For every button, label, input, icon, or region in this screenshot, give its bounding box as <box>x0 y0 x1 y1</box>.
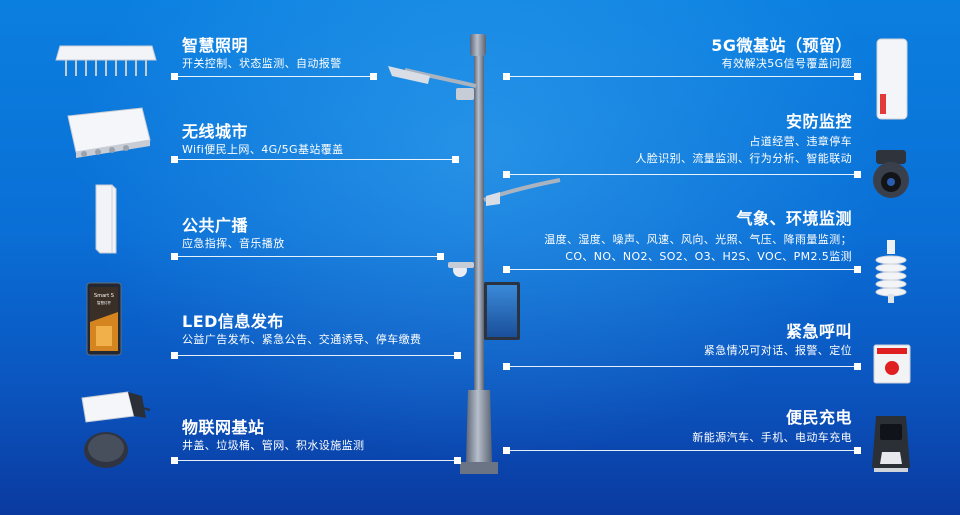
feature-title: 紧急呼叫 <box>785 322 852 341</box>
feature-desc: 应急指挥、音乐播放 <box>182 237 285 250</box>
connector-line <box>507 76 857 77</box>
feature-title: 公共广播 <box>182 216 249 235</box>
feature-desc: 井盖、垃圾桶、管网、积水设施监测 <box>182 439 365 452</box>
feature-desc: 占道经营、违章停车 <box>749 135 852 148</box>
pole-upper-shaft <box>474 56 484 396</box>
feature-desc: 开关控制、状态监测、自动报警 <box>182 57 342 70</box>
column-speaker-icon <box>92 183 120 255</box>
connector-line <box>175 460 457 461</box>
wireless-access-point-icon <box>58 102 154 160</box>
connector-line <box>175 159 455 160</box>
iot-gateway-icon <box>76 386 152 470</box>
connector-dot <box>171 352 178 359</box>
lamp-head-upper <box>388 66 430 84</box>
street-light-module-icon <box>52 42 158 82</box>
connector-dot <box>503 447 510 454</box>
feature-title: 智慧照明 <box>182 36 249 55</box>
lamp-head-middle <box>486 192 500 206</box>
feature-title: 5G微基站（预留） <box>711 36 852 55</box>
connector-dot <box>503 266 510 273</box>
lamp-arm-upper <box>404 68 477 88</box>
connector-line <box>175 76 373 77</box>
led-screen-text: Smart S <box>94 293 114 299</box>
connector-line <box>507 174 857 175</box>
feature-title: LED信息发布 <box>182 312 284 331</box>
connector-dot <box>454 352 461 359</box>
feature-title: 便民充电 <box>785 408 852 427</box>
dome-camera-icon <box>868 148 914 208</box>
connector-dot <box>503 73 510 80</box>
connector-line <box>507 366 857 367</box>
feature-title: 无线城市 <box>182 122 249 141</box>
connector-dot <box>437 253 444 260</box>
sensor-box <box>456 88 474 100</box>
feature-desc: 公益广告发布、紧急公告、交通诱导、停车缴费 <box>182 333 422 346</box>
connector-dot <box>454 457 461 464</box>
connector-dot <box>171 253 178 260</box>
feature-desc: 有效解决5G信号覆盖问题 <box>721 57 852 70</box>
connector-dot <box>854 363 861 370</box>
connector-dot <box>854 266 861 273</box>
connector-dot <box>171 457 178 464</box>
connector-dot <box>854 171 861 178</box>
feature-title: 物联网基站 <box>182 418 265 437</box>
feature-title: 安防监控 <box>785 112 852 131</box>
ev-charger-icon <box>870 414 912 474</box>
connector-dot <box>503 363 510 370</box>
connector-dot <box>171 73 178 80</box>
feature-title: 气象、环境监测 <box>736 209 852 228</box>
5g-micro-station-icon <box>876 38 910 120</box>
weather-sensor-icon <box>874 238 908 304</box>
emergency-call-button-icon <box>873 344 911 384</box>
connector-dot <box>503 171 510 178</box>
pole-lower-shaft <box>466 390 492 462</box>
connector-line <box>507 450 857 451</box>
led-screen-subtext: 智慧灯杆 <box>97 300 111 305</box>
led-display-icon: Smart S 智慧灯杆 <box>86 282 122 356</box>
connector-dot <box>370 73 377 80</box>
pole-top-cap <box>470 34 486 56</box>
connector-line <box>175 355 457 356</box>
feature-desc: Wifi便民上网、4G/5G基站覆盖 <box>182 143 344 156</box>
connector-dot <box>171 156 178 163</box>
pole-base <box>460 462 498 474</box>
connector-dot <box>854 73 861 80</box>
feature-desc: 新能源汽车、手机、电动车充电 <box>692 431 852 444</box>
connector-line <box>507 269 857 270</box>
connector-line <box>175 256 440 257</box>
connector-dot <box>452 156 459 163</box>
feature-desc: 温度、湿度、噪声、风速、风向、光照、气压、降雨量监测； <box>544 233 852 246</box>
connector-dot <box>854 447 861 454</box>
feature-desc: CO、NO、NO2、SO2、O3、H2S、VOC、PM2.5监测 <box>565 250 852 263</box>
feature-desc: 人脸识别、流量监测、行为分析、智能联动 <box>635 152 852 165</box>
feature-desc: 紧急情况可对话、报警、定位 <box>703 344 852 357</box>
